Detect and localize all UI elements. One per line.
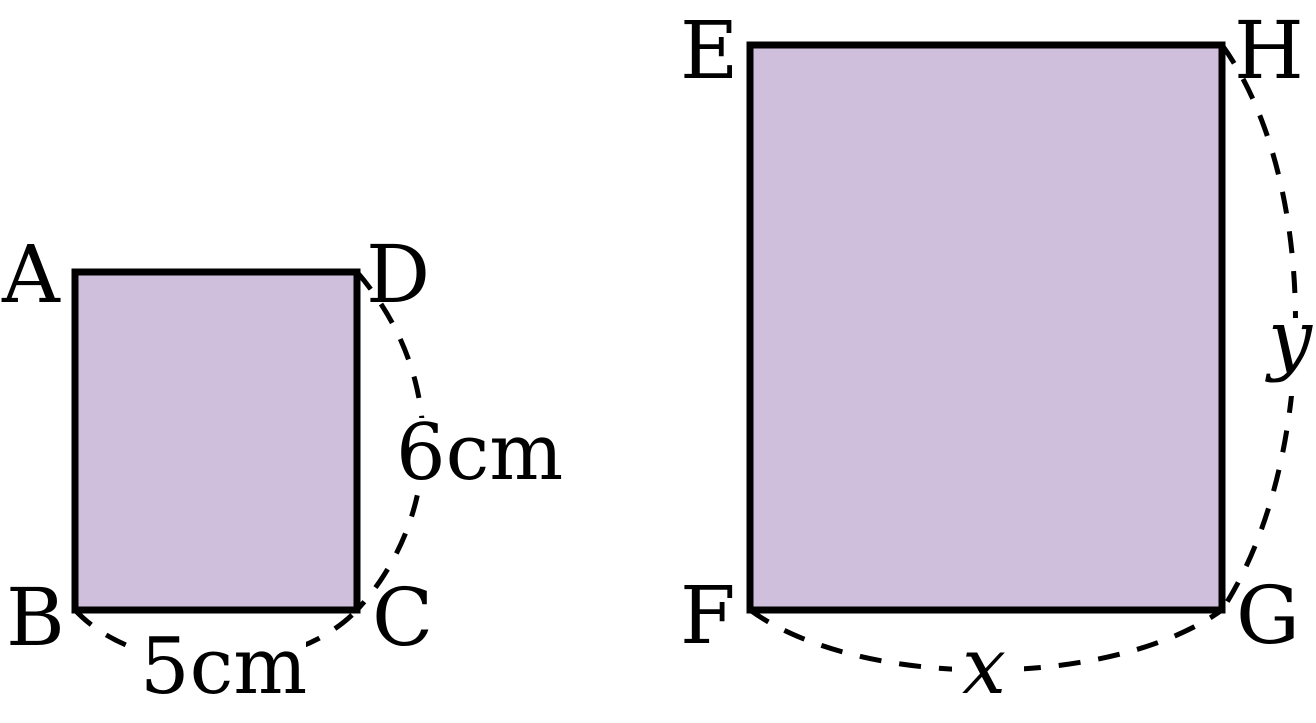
width-label-background-large [952,640,1024,702]
width-label-small: 5cm [140,622,307,712]
vertex-label-a: A [1,228,61,321]
vertex-label-f: F [680,569,736,662]
rectangle-abcd [71,268,361,614]
rectangle-efgh [746,41,1226,614]
large-rectangle: E H F G y x [680,4,1313,712]
width-label-background-small [138,640,306,702]
height-label-background-small [394,418,564,488]
vertex-label-d: D [366,228,430,321]
height-label-small: 6cm [396,408,563,498]
vertex-label-h: H [1234,4,1304,97]
small-rectangle: A D B C 6cm 5cm [1,228,564,712]
vertex-label-b: B [6,571,65,664]
vertex-label-e: E [680,4,738,97]
height-label-background-large [1262,318,1312,396]
vertex-label-g: G [1236,569,1300,662]
width-label-large: x [962,622,1006,712]
height-dimension-arc-small [355,270,426,612]
height-label-large: y [1265,294,1313,384]
vertex-label-c: C [372,571,433,664]
